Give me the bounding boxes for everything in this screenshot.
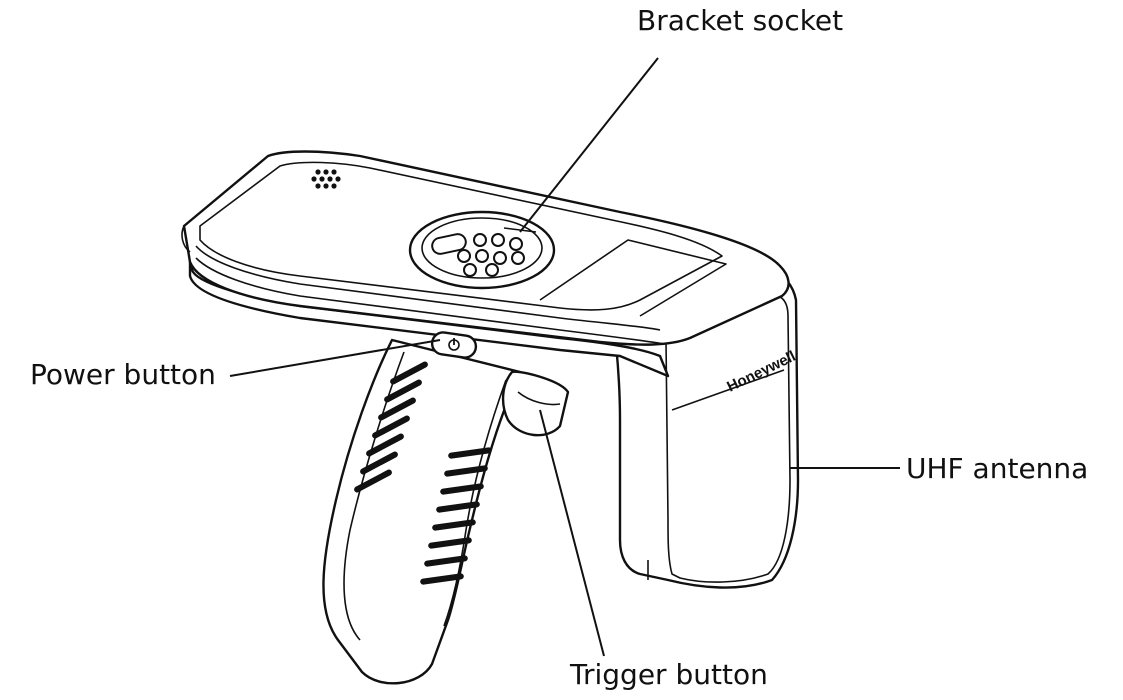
label-power-button: Power button — [30, 358, 216, 391]
trigger — [501, 370, 570, 437]
power-button — [430, 331, 478, 359]
pistol-grip — [322, 338, 522, 685]
leader-trigger-button — [539, 409, 605, 657]
bracket-socket — [408, 210, 556, 290]
speaker-grille-icon — [311, 169, 341, 189]
uhf-antenna-housing: Honeywell — [610, 265, 800, 589]
leader-bracket-socket — [519, 57, 659, 233]
leader-power-button — [229, 339, 441, 377]
grip-ribs — [354, 361, 492, 585]
label-trigger-button: Trigger button — [569, 658, 768, 691]
label-uhf-antenna: UHF antenna — [906, 452, 1088, 485]
label-bracket-socket: Bracket socket — [637, 4, 843, 37]
